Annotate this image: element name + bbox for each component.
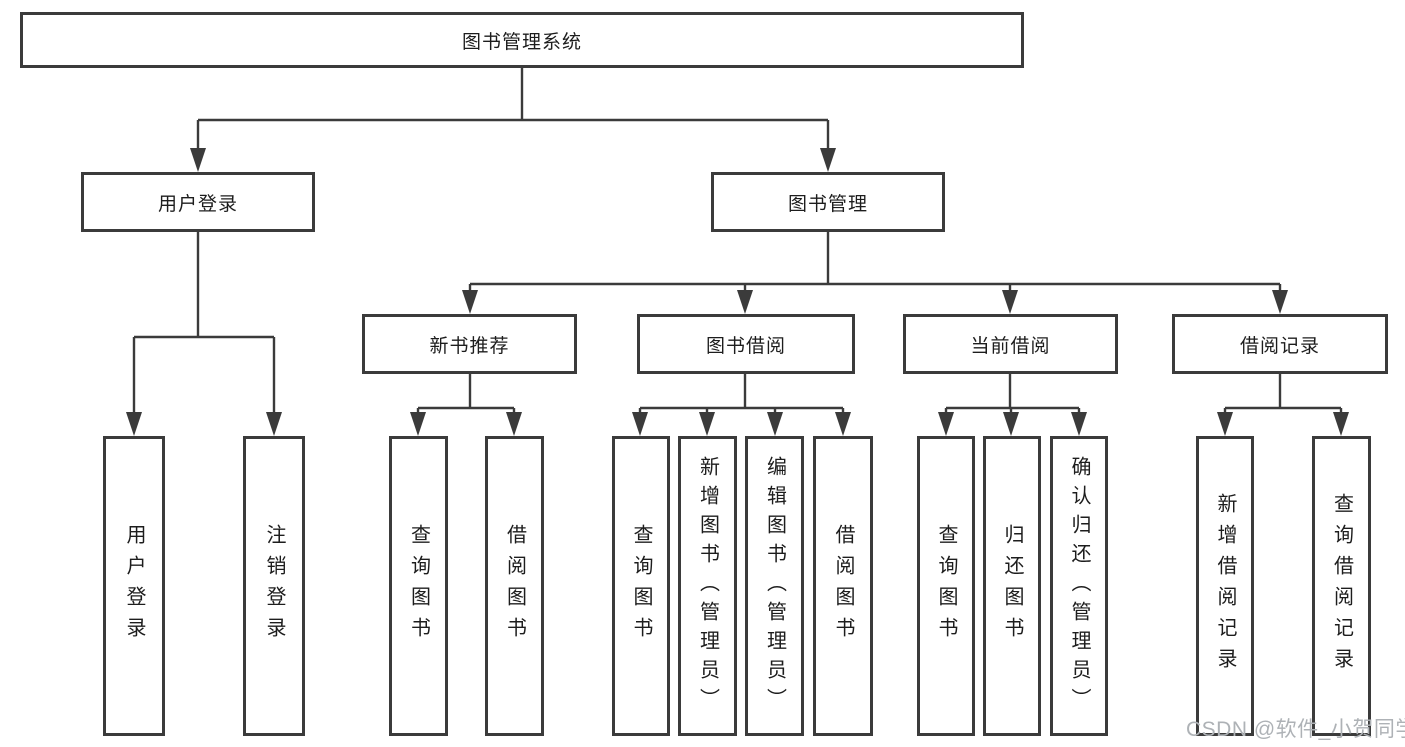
node-borrowing-records: 借阅记录 <box>1172 314 1388 374</box>
connector-userlogin-to-leaves <box>126 232 282 436</box>
leaf-query-books-borrow: 查询图书 <box>612 436 670 736</box>
connector-borrow-to-leaves <box>632 374 851 436</box>
leaf-borrow-books: 借阅图书 <box>813 436 873 736</box>
node-book-management: 图书管理 <box>711 172 945 232</box>
node-library-management-system: 图书管理系统 <box>20 12 1024 68</box>
connector-root-to-level2 <box>190 68 836 172</box>
leaf-query-books-recommend: 查询图书 <box>389 436 448 736</box>
leaf-return-books: 归还图书 <box>983 436 1041 736</box>
connector-current-to-leaves <box>938 374 1087 436</box>
leaf-edit-books-admin: 编辑图书（管理员） <box>745 436 804 736</box>
connector-newbooks-to-leaves <box>410 374 522 436</box>
leaf-borrow-books-recommend: 借阅图书 <box>485 436 544 736</box>
leaf-query-borrow-record: 查询借阅记录 <box>1312 436 1371 736</box>
node-new-book-recommendation: 新书推荐 <box>362 314 577 374</box>
node-book-borrowing: 图书借阅 <box>637 314 855 374</box>
leaf-user-login: 用户登录 <box>103 436 165 736</box>
leaf-query-books-current: 查询图书 <box>917 436 975 736</box>
connector-bookmgmt-to-level3 <box>462 232 1288 314</box>
connector-records-to-leaves <box>1217 374 1349 436</box>
leaf-add-books-admin: 新增图书（管理员） <box>678 436 737 736</box>
leaf-logout: 注销登录 <box>243 436 305 736</box>
node-current-borrowing: 当前借阅 <box>903 314 1118 374</box>
watermark: CSDN @软件_小贺同学 <box>1186 718 1405 741</box>
leaf-confirm-return-admin: 确认归还（管理员） <box>1050 436 1108 736</box>
node-user-login: 用户登录 <box>81 172 315 232</box>
leaf-add-borrow-record: 新增借阅记录 <box>1196 436 1254 736</box>
